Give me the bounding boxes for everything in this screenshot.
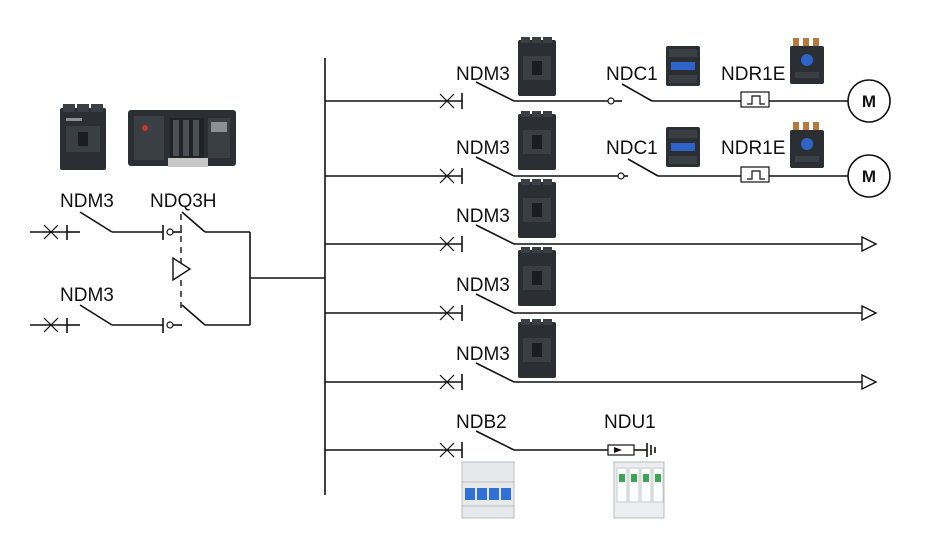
mcb-ndb2-image xyxy=(461,461,515,519)
motor-1 xyxy=(847,79,891,123)
label-ndm3-outgoing-5: NDM3 xyxy=(456,344,510,365)
motor-1-label: M xyxy=(862,92,876,111)
label-ndm3-outgoing-2: NDM3 xyxy=(456,138,510,159)
ats-switch-image xyxy=(128,110,236,167)
outgoing-feeder-4 xyxy=(325,293,878,322)
label-ndm3-outgoing-3: NDM3 xyxy=(456,206,510,227)
mccb-outgoing-3-image xyxy=(518,179,556,238)
mccb-incoming-image xyxy=(60,104,106,170)
spd-ndu1-image xyxy=(613,461,665,519)
outgoing-motor-feeder-1 xyxy=(325,79,891,123)
label-ndm3-outgoing-4: NDM3 xyxy=(456,275,510,296)
label-ndu1: NDU1 xyxy=(604,412,656,433)
label-ndb2: NDB2 xyxy=(456,412,507,433)
mccb-outgoing-4-image xyxy=(518,247,556,306)
contactor-1-image xyxy=(666,46,700,86)
mccb-outgoing-2-image xyxy=(518,111,556,170)
mccb-outgoing-1-image xyxy=(518,37,556,96)
motor-2 xyxy=(847,154,891,198)
thermal-relay-1-image xyxy=(790,38,824,84)
label-ndr1e-1: NDR1E xyxy=(721,64,785,85)
incoming-feeder-2 xyxy=(30,304,250,333)
contactor-2-image xyxy=(666,127,700,167)
mccb-outgoing-5-image xyxy=(518,319,556,378)
label-ndm3-outgoing-1: NDM3 xyxy=(456,64,510,85)
label-ndc1-1: NDC1 xyxy=(606,64,658,85)
label-ndr1e-2: NDR1E xyxy=(721,138,785,159)
motor-2-label: M xyxy=(862,167,876,186)
incoming-feeder-1 xyxy=(30,211,250,240)
ats-interlock-symbol xyxy=(172,214,192,312)
outgoing-feeder-3 xyxy=(325,224,878,253)
label-ndq3h: NDQ3H xyxy=(150,191,217,212)
label-ndc1-2: NDC1 xyxy=(606,138,658,159)
surge-protection-branch xyxy=(325,430,656,458)
outgoing-feeder-5 xyxy=(325,362,878,391)
thermal-relay-2-image xyxy=(790,122,824,168)
label-ndm3-incoming-2: NDM3 xyxy=(60,285,114,306)
label-ndm3-incoming-1: NDM3 xyxy=(60,191,114,212)
outgoing-motor-feeder-2 xyxy=(325,154,891,198)
